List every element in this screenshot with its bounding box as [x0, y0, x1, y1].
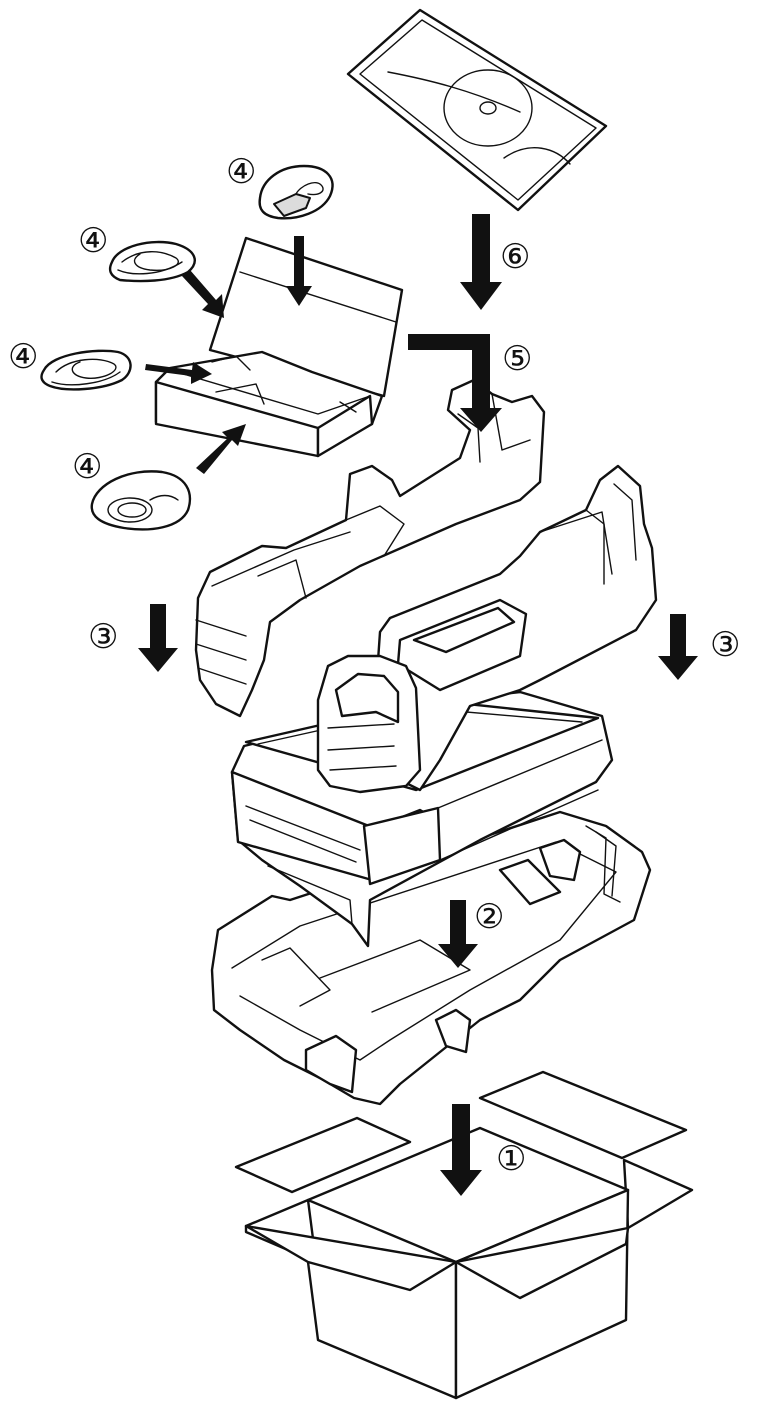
arrows: [138, 214, 698, 1196]
step-label-3-left: ③: [88, 617, 118, 657]
top-right-cushion: [316, 464, 658, 794]
step-label-4-middle: ④: [8, 337, 38, 377]
step-label-6: ⑥: [500, 237, 530, 277]
arrow-4-lower: [196, 424, 246, 474]
arrow-3-left: [138, 604, 178, 672]
arrow-3-right: [658, 614, 698, 680]
accessory-box: [154, 236, 404, 458]
step-label-4-top: ④: [226, 152, 256, 192]
arrow-4-left: [145, 362, 212, 384]
cable-bag: [90, 470, 192, 531]
arrow-1: [440, 1104, 482, 1196]
usb-cable-bag: [108, 240, 196, 283]
step-label-4-lower: ④: [72, 447, 102, 487]
step-label-5: ⑤: [502, 339, 532, 379]
step-label-1: ①: [496, 1139, 526, 1179]
bottom-cushion: [210, 810, 652, 1106]
shipping-box: [234, 1070, 694, 1400]
arrow-5: [408, 334, 502, 432]
step-labels: ④ ④ ④ ④ ⑤ ⑥ ③ ③ ② ①: [8, 152, 740, 1179]
step-label-3-right: ③: [710, 625, 740, 665]
ac-adapter-bag: [258, 164, 334, 220]
arrow-4-upper-left: [182, 270, 224, 318]
top-left-cushion: [194, 378, 546, 718]
document-package: [346, 8, 608, 212]
arrow-4-top: [286, 236, 312, 306]
arrow-6: [460, 214, 502, 310]
step-label-2: ②: [474, 897, 504, 937]
arrow-2: [438, 900, 478, 968]
power-cord-bag: [40, 349, 132, 391]
step-label-4-upper: ④: [78, 221, 108, 261]
